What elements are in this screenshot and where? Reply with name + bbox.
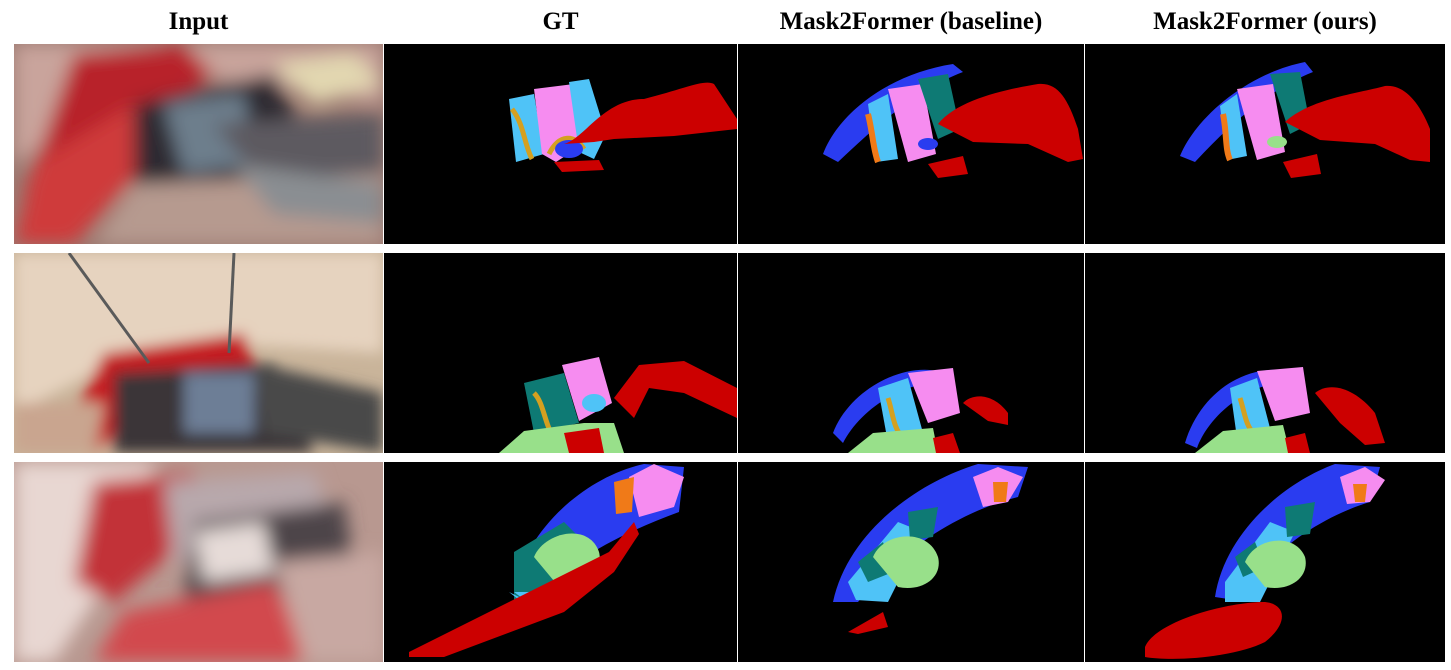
baseline-mask-row-3 xyxy=(738,462,1084,662)
input-image-row-2 xyxy=(14,253,383,453)
column-header-gt: GT xyxy=(542,8,579,35)
baseline-mask-row-2 xyxy=(738,253,1084,453)
ours-mask-row-3 xyxy=(1085,462,1445,662)
ours-mask-row-1 xyxy=(1085,44,1445,244)
column-header-ours: Mask2Former (ours) xyxy=(1153,8,1377,35)
input-image-row-3 xyxy=(14,462,383,662)
ours-mask-row-2 xyxy=(1085,253,1445,453)
gt-mask-row-2 xyxy=(384,253,737,453)
column-header-input: Input xyxy=(168,8,229,35)
baseline-mask-row-1 xyxy=(738,44,1084,244)
gt-mask-row-3 xyxy=(384,462,737,662)
gt-mask-row-1 xyxy=(384,44,737,244)
input-image-row-1 xyxy=(14,44,383,244)
column-header-baseline: Mask2Former (baseline) xyxy=(779,8,1043,35)
